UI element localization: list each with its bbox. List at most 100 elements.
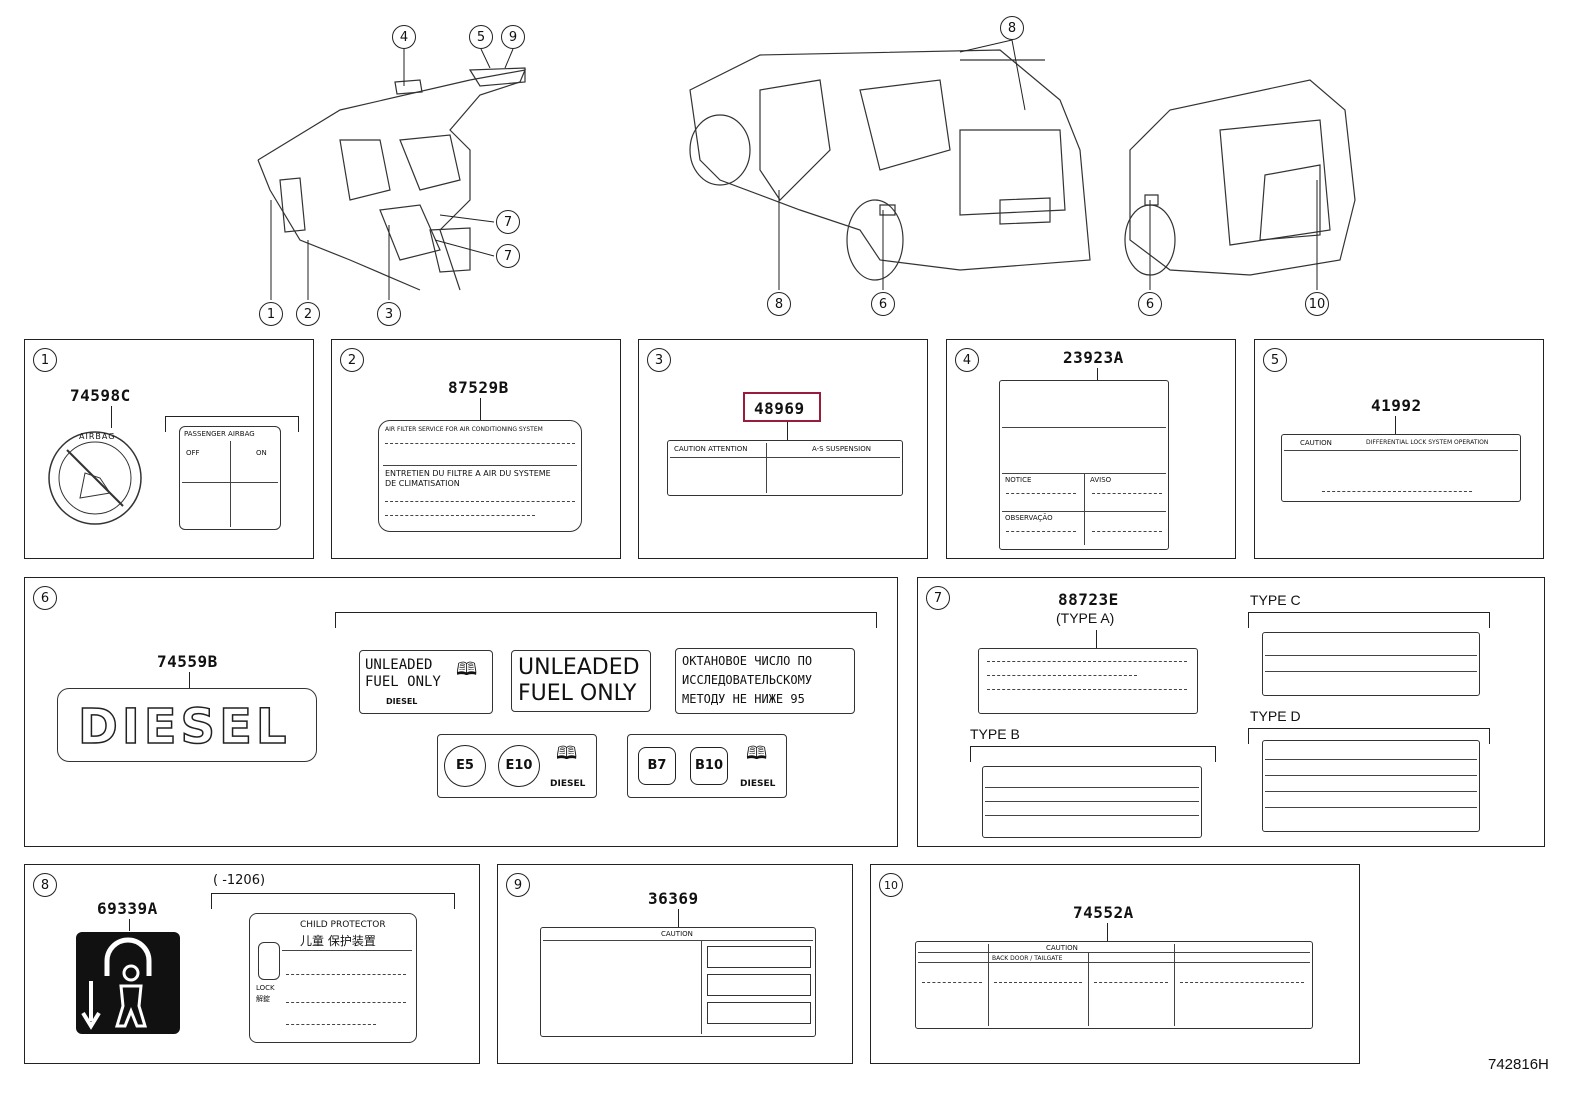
book-icon-biodiesel: 🕮 (746, 743, 768, 764)
passenger-airbag-label: PASSENGER AIRBAG OFF ON (179, 426, 281, 530)
e10-badge: E10 (498, 745, 540, 787)
callout-6b: 6 (1138, 292, 1162, 316)
lock-text: LOCK (256, 984, 275, 992)
biodiesel-diesel-text: DIESEL (740, 779, 776, 789)
callout-5: 5 (469, 25, 493, 49)
air-filter-line2: ENTRETIEN DU FILTRE A AIR DU SYSTEME (385, 469, 551, 478)
callout-7b: 7 (496, 244, 520, 268)
callout-9: 9 (501, 25, 525, 49)
airbag-ring-text: AIRBAG (79, 432, 116, 441)
part-number-87529B: 87529B (448, 378, 509, 397)
panel-10-number: 10 (879, 873, 903, 897)
panel-2: 2 87529B AIR FILTER SERVICE FOR AIR COND… (331, 339, 621, 559)
part-number-41992: 41992 (1371, 396, 1422, 415)
b7-badge: B7 (638, 747, 676, 785)
panel-3-number: 3 (647, 348, 671, 372)
panel-1: 1 74598C AIRBAG PASSENGER AIRBAG OFF ON (24, 339, 314, 559)
caution-attention-text: CAUTION ATTENTION (674, 445, 748, 453)
part-number-74598C: 74598C (70, 386, 131, 405)
part-number-48969: 48969 (754, 399, 805, 418)
suspension-caution-label: CAUTION ATTENTION A-S SUSPENSION (667, 440, 903, 496)
octane-russian-label: ОКТАНОВОЕ ЧИСЛО ПО ИССЛЕДОВАТЕЛЬСКОМУ МЕ… (675, 648, 855, 714)
diesel-emblem-text: DIESEL (77, 698, 291, 756)
air-filter-label: AIR FILTER SERVICE FOR AIR CONDITIONING … (378, 420, 582, 532)
octane-ru-line1: ОКТАНОВОЕ ЧИСЛО ПО (682, 654, 813, 668)
type-c-label: TYPE C (1250, 592, 1301, 608)
vehicle-line-art (257, 39, 1356, 300)
caution-text-5: CAUTION (1300, 439, 1332, 447)
panel-5: 5 41992 CAUTION DIFFERENTIAL LOCK SYSTEM… (1254, 339, 1544, 559)
serial-range: ( -1206) (213, 873, 266, 888)
type-a-sticker (978, 648, 1198, 714)
diesel-emblem: DIESEL (57, 688, 317, 762)
suspension-text: A-S SUSPENSION (812, 445, 871, 453)
unleaded-small-label: UNLEADED FUEL ONLY DIESEL 🕮 (359, 650, 493, 714)
unleaded-big-line2: FUEL ONLY (518, 681, 637, 706)
panel-8-number: 8 (33, 873, 57, 897)
panel-6: 6 74559B DIESEL UNLEADED FUEL ONLY DIESE… (24, 577, 898, 847)
part-number-36369: 36369 (648, 889, 699, 908)
off-text: OFF (186, 449, 200, 457)
observacao-text: OBSERVAÇÃO (1005, 514, 1053, 522)
highlighted-part-box (743, 392, 821, 422)
biodiesel-label: B7 B10 DIESEL 🕮 (627, 734, 787, 798)
panel-7-number: 7 (926, 586, 950, 610)
panel-9-number: 9 (506, 873, 530, 897)
type-d-label: TYPE D (1250, 708, 1301, 724)
callout-10: 10 (1305, 292, 1329, 316)
callout-8a: 8 (1000, 16, 1024, 40)
part-number-69339A: 69339A (97, 899, 158, 918)
differential-lock-label: CAUTION DIFFERENTIAL LOCK SYSTEM OPERATI… (1281, 434, 1521, 502)
notice-text: NOTICE (1005, 476, 1032, 484)
child-protector-text: CHILD PROTECTOR (300, 920, 386, 930)
b10-badge: B10 (690, 747, 728, 785)
type-c-sticker (1262, 632, 1480, 696)
backdoor-text: BACK DOOR / TAILGATE (992, 955, 1063, 962)
part-number-88723E: 88723E (1058, 590, 1119, 609)
panel-4-number: 4 (955, 348, 979, 372)
callout-8b: 8 (767, 292, 791, 316)
panel-4: 4 23923A NOTICE AVISO OBSERVAÇÃO (946, 339, 1236, 559)
type-b-sticker (982, 766, 1202, 838)
part-number-74552A: 74552A (1073, 903, 1134, 922)
differential-lock-title: DIFFERENTIAL LOCK SYSTEM OPERATION (1366, 439, 1489, 446)
panel-7: 7 88723E (TYPE A) TYPE B TYPE C TYPE D (917, 577, 1545, 847)
caution-text-9: CAUTION (661, 930, 693, 938)
panel-10: 10 74552A CAUTION BACK DOOR / TAILGATE (870, 864, 1360, 1064)
instruction-label: NOTICE AVISO OBSERVAÇÃO (999, 380, 1169, 550)
book-icon-small: 🕮 (456, 659, 478, 680)
ethanol-diesel-text: DIESEL (550, 779, 586, 789)
on-text: ON (256, 449, 267, 457)
callout-1: 1 (259, 302, 283, 326)
e5-badge: E5 (444, 745, 486, 787)
caution-label-9: CAUTION (540, 927, 816, 1037)
unleaded-small-line2: FUEL ONLY (365, 674, 441, 690)
book-icon-ethanol: 🕮 (556, 743, 578, 764)
panel-1-number: 1 (33, 348, 57, 372)
part-number-74559B: 74559B (157, 652, 218, 671)
child-lock-pictogram (76, 932, 180, 1034)
panel-5-number: 5 (1263, 348, 1287, 372)
air-filter-line1: AIR FILTER SERVICE FOR AIR CONDITIONING … (385, 426, 543, 433)
diagram-code: 742816H (1488, 1056, 1549, 1073)
callout-2: 2 (296, 302, 320, 326)
callout-6a: 6 (871, 292, 895, 316)
octane-ru-line2: ИССЛЕДОВАТЕЛЬСКОМУ (682, 673, 813, 687)
part-number-23923A: 23923A (1063, 348, 1124, 367)
aviso-text: AVISO (1090, 476, 1112, 484)
lock-switch-icon (258, 942, 280, 980)
panel-8: 8 69339A ( -1206) CHILD PROTECTOR 儿童 保护装… (24, 864, 480, 1064)
lock-jp: 解錠 (256, 995, 270, 1003)
callout-7a: 7 (496, 210, 520, 234)
callout-3: 3 (377, 302, 401, 326)
type-b-label: TYPE B (970, 726, 1020, 742)
type-a-label: (TYPE A) (1056, 610, 1115, 626)
child-protector-cn: 儿童 保护装置 (300, 934, 376, 948)
panel-9: 9 36369 CAUTION (497, 864, 853, 1064)
unleaded-small-line1: UNLEADED (365, 657, 433, 673)
backdoor-caution-label: CAUTION BACK DOOR / TAILGATE (915, 941, 1313, 1029)
type-d-sticker (1262, 740, 1480, 832)
octane-ru-line3: МЕТОДУ НЕ НИЖЕ 95 (682, 692, 805, 706)
panel-3: 3 48969 CAUTION ATTENTION A-S SUSPENSION (638, 339, 928, 559)
unleaded-big-label: UNLEADED FUEL ONLY (511, 650, 651, 712)
